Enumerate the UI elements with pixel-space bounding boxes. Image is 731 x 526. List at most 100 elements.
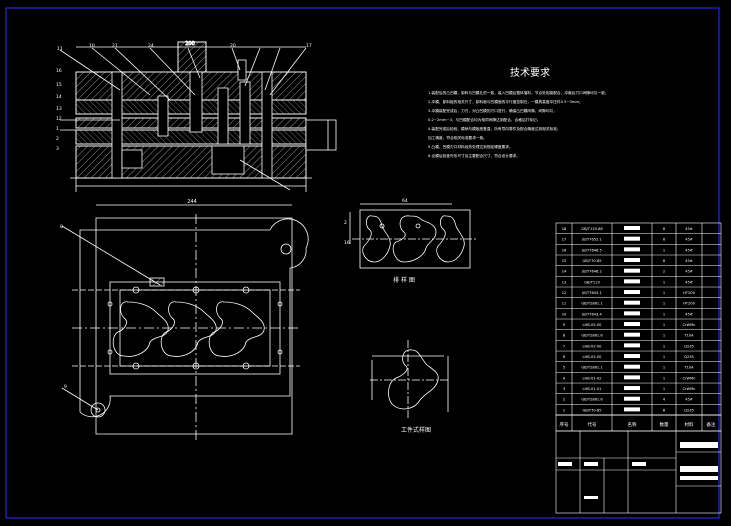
bom-cell-no: 15 — [562, 259, 567, 263]
bom-cell-mat: 45# — [685, 238, 693, 242]
bom-cell-mat: Q235 — [684, 344, 694, 348]
bom-table — [555, 222, 722, 514]
balloon: 11 — [57, 46, 63, 52]
bom-cell-qty: 6 — [663, 238, 666, 242]
bom-cell-no: 13 — [562, 280, 567, 284]
strip-dim-c: 16 — [344, 240, 350, 246]
bom-cell-no: 11 — [562, 302, 567, 306]
balloon: 21 — [112, 43, 118, 49]
bom-cell-qty: 1 — [663, 334, 665, 338]
bom-name-block — [624, 279, 640, 284]
bom-name-block — [624, 332, 640, 337]
bom-cell-mat: Q235 — [684, 408, 694, 412]
bom-cell-mat: 45# — [685, 248, 693, 252]
bom-cell-qty: 8 — [663, 408, 666, 412]
bom-header-note: 备注 — [707, 421, 716, 428]
balloon: 17 — [306, 43, 312, 49]
bom-cell-no: 9 — [563, 323, 566, 327]
bom-name-block — [624, 375, 640, 380]
bom-name-block — [624, 364, 640, 369]
bom-name-block — [624, 258, 640, 263]
sheet-border — [5, 7, 720, 519]
bom-cell-mat: 45# — [685, 312, 693, 316]
bom-header-mat: 材料 — [685, 421, 694, 428]
note-line: 3.冲模装配完成后，刀刃，对凸凹模的刃口进行，确保凸凹模间隙，间隙均匀， — [428, 108, 557, 113]
bom-name-block — [624, 268, 640, 273]
strip-dim-b: 2 — [344, 220, 347, 226]
bom-cell-mat: 45# — [685, 280, 693, 284]
bom-cell-mat: 45# — [685, 270, 693, 274]
note-line: 6.合模后检查外形尺寸及主要配合尺寸，符合设计要求。 — [428, 153, 520, 158]
bom-cell-code: GB/T119-86 — [581, 227, 603, 231]
bom-cell-no: 7 — [563, 344, 565, 348]
balloon: 14 — [56, 94, 62, 100]
note-line: 2.冲模，卸料板的相关尺寸，卸料面与凹模面的平行度控制在，一模具高度冲压件0.5… — [428, 99, 583, 104]
note-line: 5.凸模，凹模刃口材料经热处理达到规定硬度要求。 — [428, 144, 513, 149]
bom-name-block — [624, 311, 640, 316]
tech-requirements-heading: 技术要求 — [510, 66, 550, 79]
bom-cell-no: 5 — [563, 366, 565, 370]
bom-name-block — [624, 396, 640, 401]
plan-view: 244 — [61, 199, 309, 440]
bom-cell-no: 10 — [562, 312, 567, 316]
bom-header-qty: 数量 — [660, 421, 669, 428]
bom-cell-code: JB/T7652.1 — [581, 238, 602, 242]
bom-cell-mat: CrWMn — [683, 323, 696, 327]
bom-cell-code: JB/T7643.4 — [581, 312, 602, 316]
bom-name-block — [624, 322, 640, 327]
bom-cell-qty: 1 — [663, 355, 665, 359]
bom-cell-qty: 2 — [663, 270, 665, 274]
tech-requirements-notes: 1.装配后的凸凹模，卸料与凹模孔的一致，装入凹模后整体落料，节点处相接配合，冲裁… — [428, 90, 609, 158]
bom-cell-code: GB/T2861.6 — [581, 334, 603, 338]
bom-cell-qty: 1 — [663, 387, 665, 391]
bom-cell-qty: 8 — [663, 227, 666, 231]
bom-cell-no: 6 — [563, 355, 566, 359]
balloon: 3 — [56, 146, 59, 152]
bom-cell-qty: 1 — [663, 291, 665, 295]
dim-plan-width: 244 — [187, 199, 197, 205]
bom-cell-qty: 1 — [663, 344, 665, 348]
bom-cell-code: GB/T2861.1 — [581, 366, 602, 370]
balloon: 8 — [60, 224, 63, 230]
strip-layout-label: 排 样 图 — [393, 276, 415, 284]
bom-cell-code: JB/T7643.1 — [581, 291, 602, 295]
bom-name-block — [624, 247, 640, 252]
bom-cell-mat: HT200 — [683, 302, 695, 306]
bom-cell-no: 14 — [562, 270, 567, 274]
bom-cell-code: LHB-05-00 — [583, 323, 603, 327]
bom-header-no: 序号 — [560, 421, 569, 428]
bom-cell-code: LHB-01-01 — [583, 387, 602, 391]
bom-cell-qty: 1 — [663, 323, 665, 327]
strip-dim-a: 64 — [402, 198, 408, 204]
balloon: 20 — [230, 43, 236, 49]
part-sample-label: 工件式样图 — [401, 426, 431, 434]
bom-name-block — [624, 407, 640, 412]
bom-name-block — [624, 354, 640, 359]
bom-name-block — [624, 343, 640, 348]
note-line: 4.装配完成后检验，模柄与模板座垂直，所有导向零件及配合精度达到相关标准； — [428, 126, 561, 131]
bom-cell-qty: 1 — [663, 312, 665, 316]
bom-cell-no: 4 — [563, 376, 566, 380]
note-line: 1.装配后的凸凹模，卸料与凹模孔的一致，装入凹模后整体落料，节点处相接配合，冲裁… — [428, 90, 609, 95]
balloon: 15 — [56, 82, 62, 88]
bom-cell-no: 3 — [563, 387, 565, 391]
bom-name-block — [624, 226, 640, 230]
balloon: 10 — [89, 43, 95, 49]
bom-cell-code: GB/T70-85 — [582, 259, 601, 263]
bom-cell-mat: CrWMn — [683, 387, 696, 391]
balloon: 1 — [56, 126, 59, 132]
bom-cell-no: 18 — [562, 227, 567, 231]
bom-cell-qty: 1 — [663, 280, 665, 284]
bom-cell-code: LHB-01-02 — [583, 376, 602, 380]
bom-cell-no: 8 — [563, 334, 566, 338]
bom-cell-mat: Q235 — [684, 355, 694, 359]
bom-cell-code: LHB-02-00 — [583, 344, 603, 348]
bom-cell-no: 17 — [562, 238, 567, 242]
bom-cell-code: GB/T2861.6 — [581, 398, 603, 402]
bom-name-block — [624, 386, 640, 391]
bom-cell-mat: T10A — [683, 366, 694, 370]
bom-cell-code: JB/T7646.2 — [581, 270, 602, 274]
bom-cell-no: 1 — [563, 408, 565, 412]
